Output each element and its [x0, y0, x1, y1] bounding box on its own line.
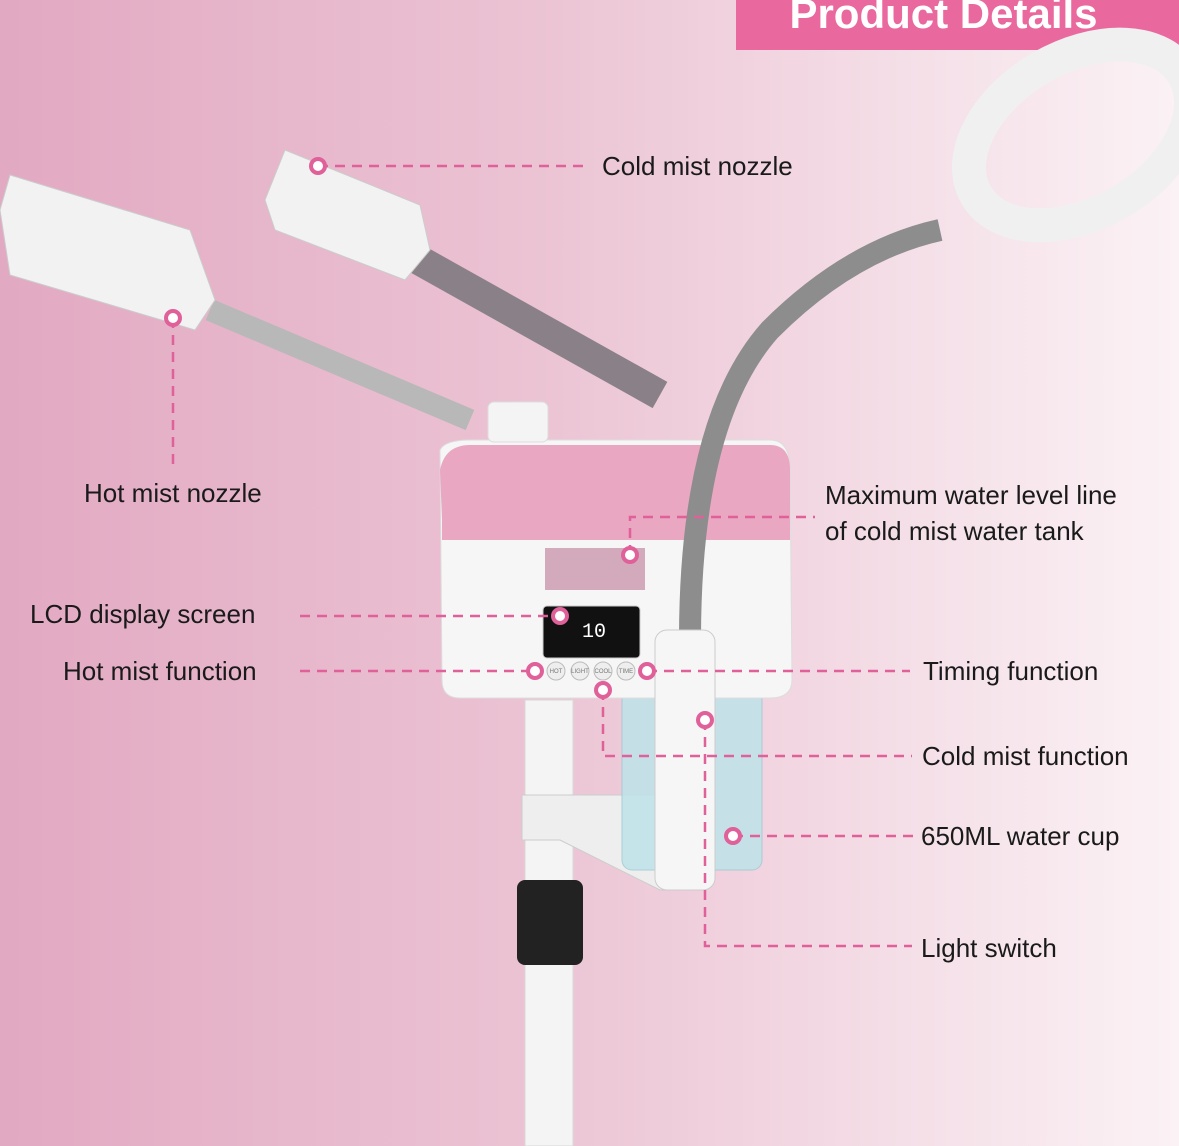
height-knob — [517, 880, 583, 965]
banner-title: Product Details — [789, 0, 1098, 37]
product-details-banner: Product Details — [736, 0, 1179, 50]
cold-nozzle — [264, 149, 431, 281]
lamp-handle — [654, 629, 716, 891]
leader-lines — [171, 164, 915, 948]
label-max-water-level-2: of cold mist water tank — [825, 516, 1084, 546]
lcd-btn-time: TIME — [619, 669, 633, 675]
label-lcd-display-screen: LCD display screen — [30, 599, 256, 629]
leader-dots — [164, 157, 742, 845]
lamp-hose — [679, 219, 943, 641]
lcd-value: 10 — [582, 621, 606, 644]
label-hot-mist-function: Hot mist function — [63, 656, 257, 686]
lcd-btn-hot: HOT — [550, 669, 563, 675]
label-timing-function: Timing function — [923, 656, 1099, 686]
cold-arm — [402, 241, 668, 409]
label-max-water-level-1: Maximum water level line — [825, 480, 1117, 510]
hot-arm — [205, 299, 475, 431]
lcd-btn-cool: COOL — [594, 669, 612, 675]
pink-tank — [440, 445, 790, 540]
label-cold-mist-function: Cold mist function — [922, 741, 1129, 771]
label-cold-mist-nozzle: Cold mist nozzle — [602, 151, 793, 181]
hot-nozzle — [0, 174, 216, 331]
label-light-switch: Light switch — [921, 933, 1057, 963]
lamp-ring — [952, 27, 1179, 243]
lcd-btn-light: LIGHT — [571, 669, 589, 675]
label-hot-mist-nozzle: Hot mist nozzle — [84, 478, 262, 508]
label-water-cup: 650ML water cup — [921, 821, 1120, 851]
